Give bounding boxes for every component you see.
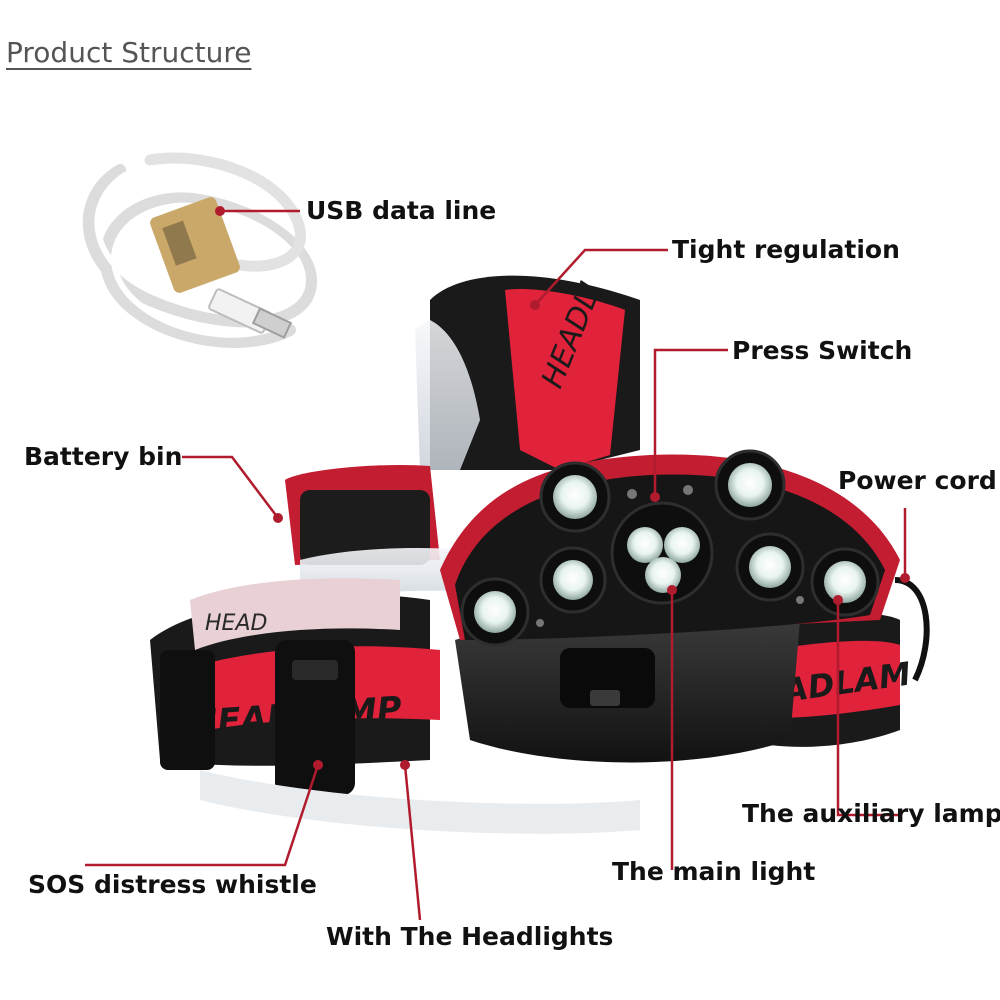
callout-sos-whistle bbox=[85, 764, 320, 867]
label-power-cord: Power cord bbox=[838, 466, 997, 495]
led-lamp bbox=[460, 577, 530, 647]
label-press-switch: Press Switch bbox=[732, 336, 913, 365]
top-strap: HEADLI bbox=[415, 275, 640, 470]
led-lamp bbox=[539, 461, 611, 533]
callout-tight-regulation bbox=[534, 248, 668, 306]
callout-press-switch bbox=[653, 348, 728, 497]
main-light-cluster bbox=[610, 501, 714, 605]
label-main-light: The main light bbox=[612, 857, 816, 886]
label-battery-bin: Battery bin bbox=[24, 442, 183, 471]
led-lamp bbox=[735, 532, 805, 602]
page-title: Product Structure bbox=[6, 36, 252, 69]
led-lamp bbox=[810, 547, 880, 617]
label-usb-data-line: USB data line bbox=[306, 196, 497, 225]
callout-headlights bbox=[403, 764, 422, 921]
usb-cable-icon bbox=[82, 152, 318, 348]
label-tight-regulation: Tight regulation bbox=[672, 235, 900, 264]
callout-auxiliary-lamp bbox=[836, 600, 900, 817]
led-array bbox=[460, 449, 880, 647]
label-auxiliary-lamp: The auxiliary lamp bbox=[742, 799, 1000, 828]
inner-strap-text: HEAD bbox=[205, 611, 267, 636]
callout-lines bbox=[85, 209, 907, 921]
label-with-headlights: With The Headlights bbox=[326, 922, 614, 951]
label-sos-whistle: SOS distress whistle bbox=[28, 870, 317, 899]
callout-battery-bin bbox=[182, 455, 279, 519]
battery-bin bbox=[285, 464, 440, 565]
main-strap: HEADLAMP HEAD bbox=[150, 578, 640, 834]
led-lamp bbox=[539, 546, 607, 614]
led-lamp bbox=[714, 449, 786, 521]
callout-dots bbox=[215, 206, 910, 770]
